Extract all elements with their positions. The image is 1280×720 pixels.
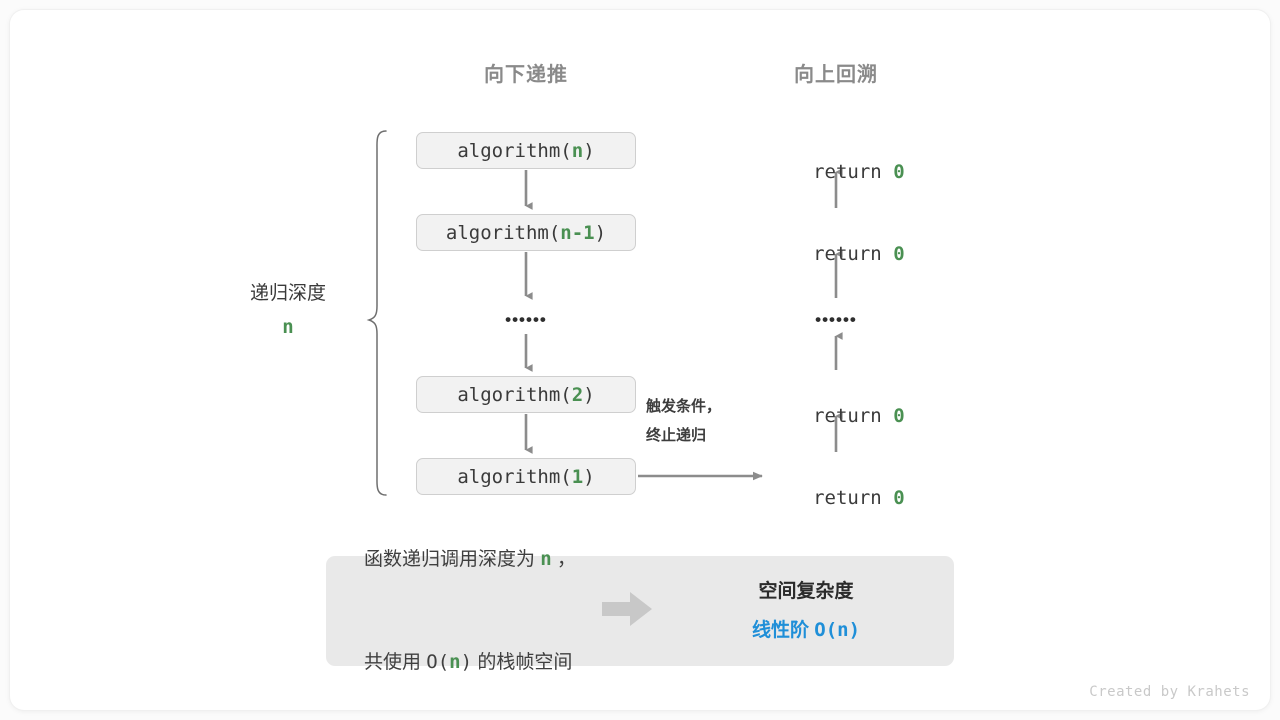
summary-line-1-suffix: ，: [551, 549, 577, 570]
call-box-arg: n: [571, 139, 584, 162]
recursion-depth-label: 递归深度 n: [208, 281, 368, 340]
termination-line-1: 触发条件，: [646, 398, 722, 415]
summary-right-text: 空间复杂度 线性阶 O(n): [680, 575, 932, 648]
ellipsis-left: ••••••: [505, 310, 547, 329]
return-label-3: return 0: [716, 383, 956, 449]
summary-line-1-n: n: [540, 548, 552, 570]
summary-line-1-prefix: 函数递归调用深度为: [364, 549, 541, 570]
ellipsis-right: ••••••: [815, 310, 857, 329]
summary-line-2-n: n: [449, 651, 461, 673]
recursion-depth-text: 递归深度: [249, 283, 326, 304]
return-value: 0: [893, 487, 905, 509]
header-upward-backtrack: 向上回溯: [794, 64, 878, 86]
right-block-arrow-icon: [600, 590, 654, 633]
complexity-summary-panel: 函数递归调用深度为 n ， 共使用 O(n) 的栈帧空间 空间复杂度 线性阶 O…: [326, 548, 954, 673]
complexity-order-notation: O(n): [814, 618, 861, 641]
call-box-close: ): [583, 139, 595, 162]
return-value: 0: [893, 161, 905, 183]
call-box-name: algorithm(: [457, 383, 572, 406]
return-value: 0: [893, 243, 905, 265]
call-box-arg: 2: [571, 383, 584, 406]
recursion-depth-value: n: [282, 316, 294, 338]
summary-line-1: 函数递归调用深度为 n ，: [364, 542, 576, 577]
call-box-2[interactable]: algorithm(2): [416, 376, 636, 413]
return-label-1: return 0: [716, 139, 956, 205]
header-downward-recursion: 向下递推: [484, 64, 568, 86]
summary-left-text: 函数递归调用深度为 n ， 共使用 O(n) 的栈帧空间: [364, 474, 576, 720]
call-box-name: algorithm(: [445, 221, 561, 244]
termination-line-2: 终止递归: [646, 427, 707, 444]
call-box-close: ): [583, 383, 595, 406]
return-keyword: return: [813, 161, 894, 183]
call-box-close: ): [594, 221, 607, 244]
call-box-n-minus-1[interactable]: algorithm(n-1): [416, 214, 636, 251]
call-box-n[interactable]: algorithm(n): [416, 132, 636, 169]
call-box-arg: 1: [571, 465, 584, 488]
call-box-name: algorithm(: [457, 465, 572, 488]
credit-text: Created by Krahets: [1089, 684, 1250, 700]
summary-line-2-suffix: 的栈帧空间: [472, 652, 573, 673]
summary-line-2-prefix: 共使用: [364, 652, 427, 673]
return-keyword: return: [813, 243, 894, 265]
return-label-2: return 0: [716, 221, 956, 287]
return-keyword: return: [813, 405, 894, 427]
summary-line-2-close: ): [460, 651, 473, 673]
termination-annotation: 触发条件， 终止递归: [646, 392, 721, 450]
call-box-1[interactable]: algorithm(1): [416, 458, 636, 495]
space-complexity-value: 线性阶 O(n): [680, 613, 932, 648]
space-complexity-title: 空间复杂度: [758, 580, 854, 602]
complexity-order-name: 线性阶: [751, 619, 815, 641]
summary-line-2: 共使用 O(n) 的栈帧空间: [364, 645, 576, 680]
call-box-close: ): [583, 465, 595, 488]
return-value: 0: [893, 405, 905, 427]
call-box-name: algorithm(: [457, 139, 572, 162]
return-keyword: return: [813, 487, 894, 509]
summary-line-2-o: O(: [426, 651, 450, 673]
call-box-arg: n-1: [560, 221, 595, 244]
return-label-4: return 0: [716, 465, 956, 531]
